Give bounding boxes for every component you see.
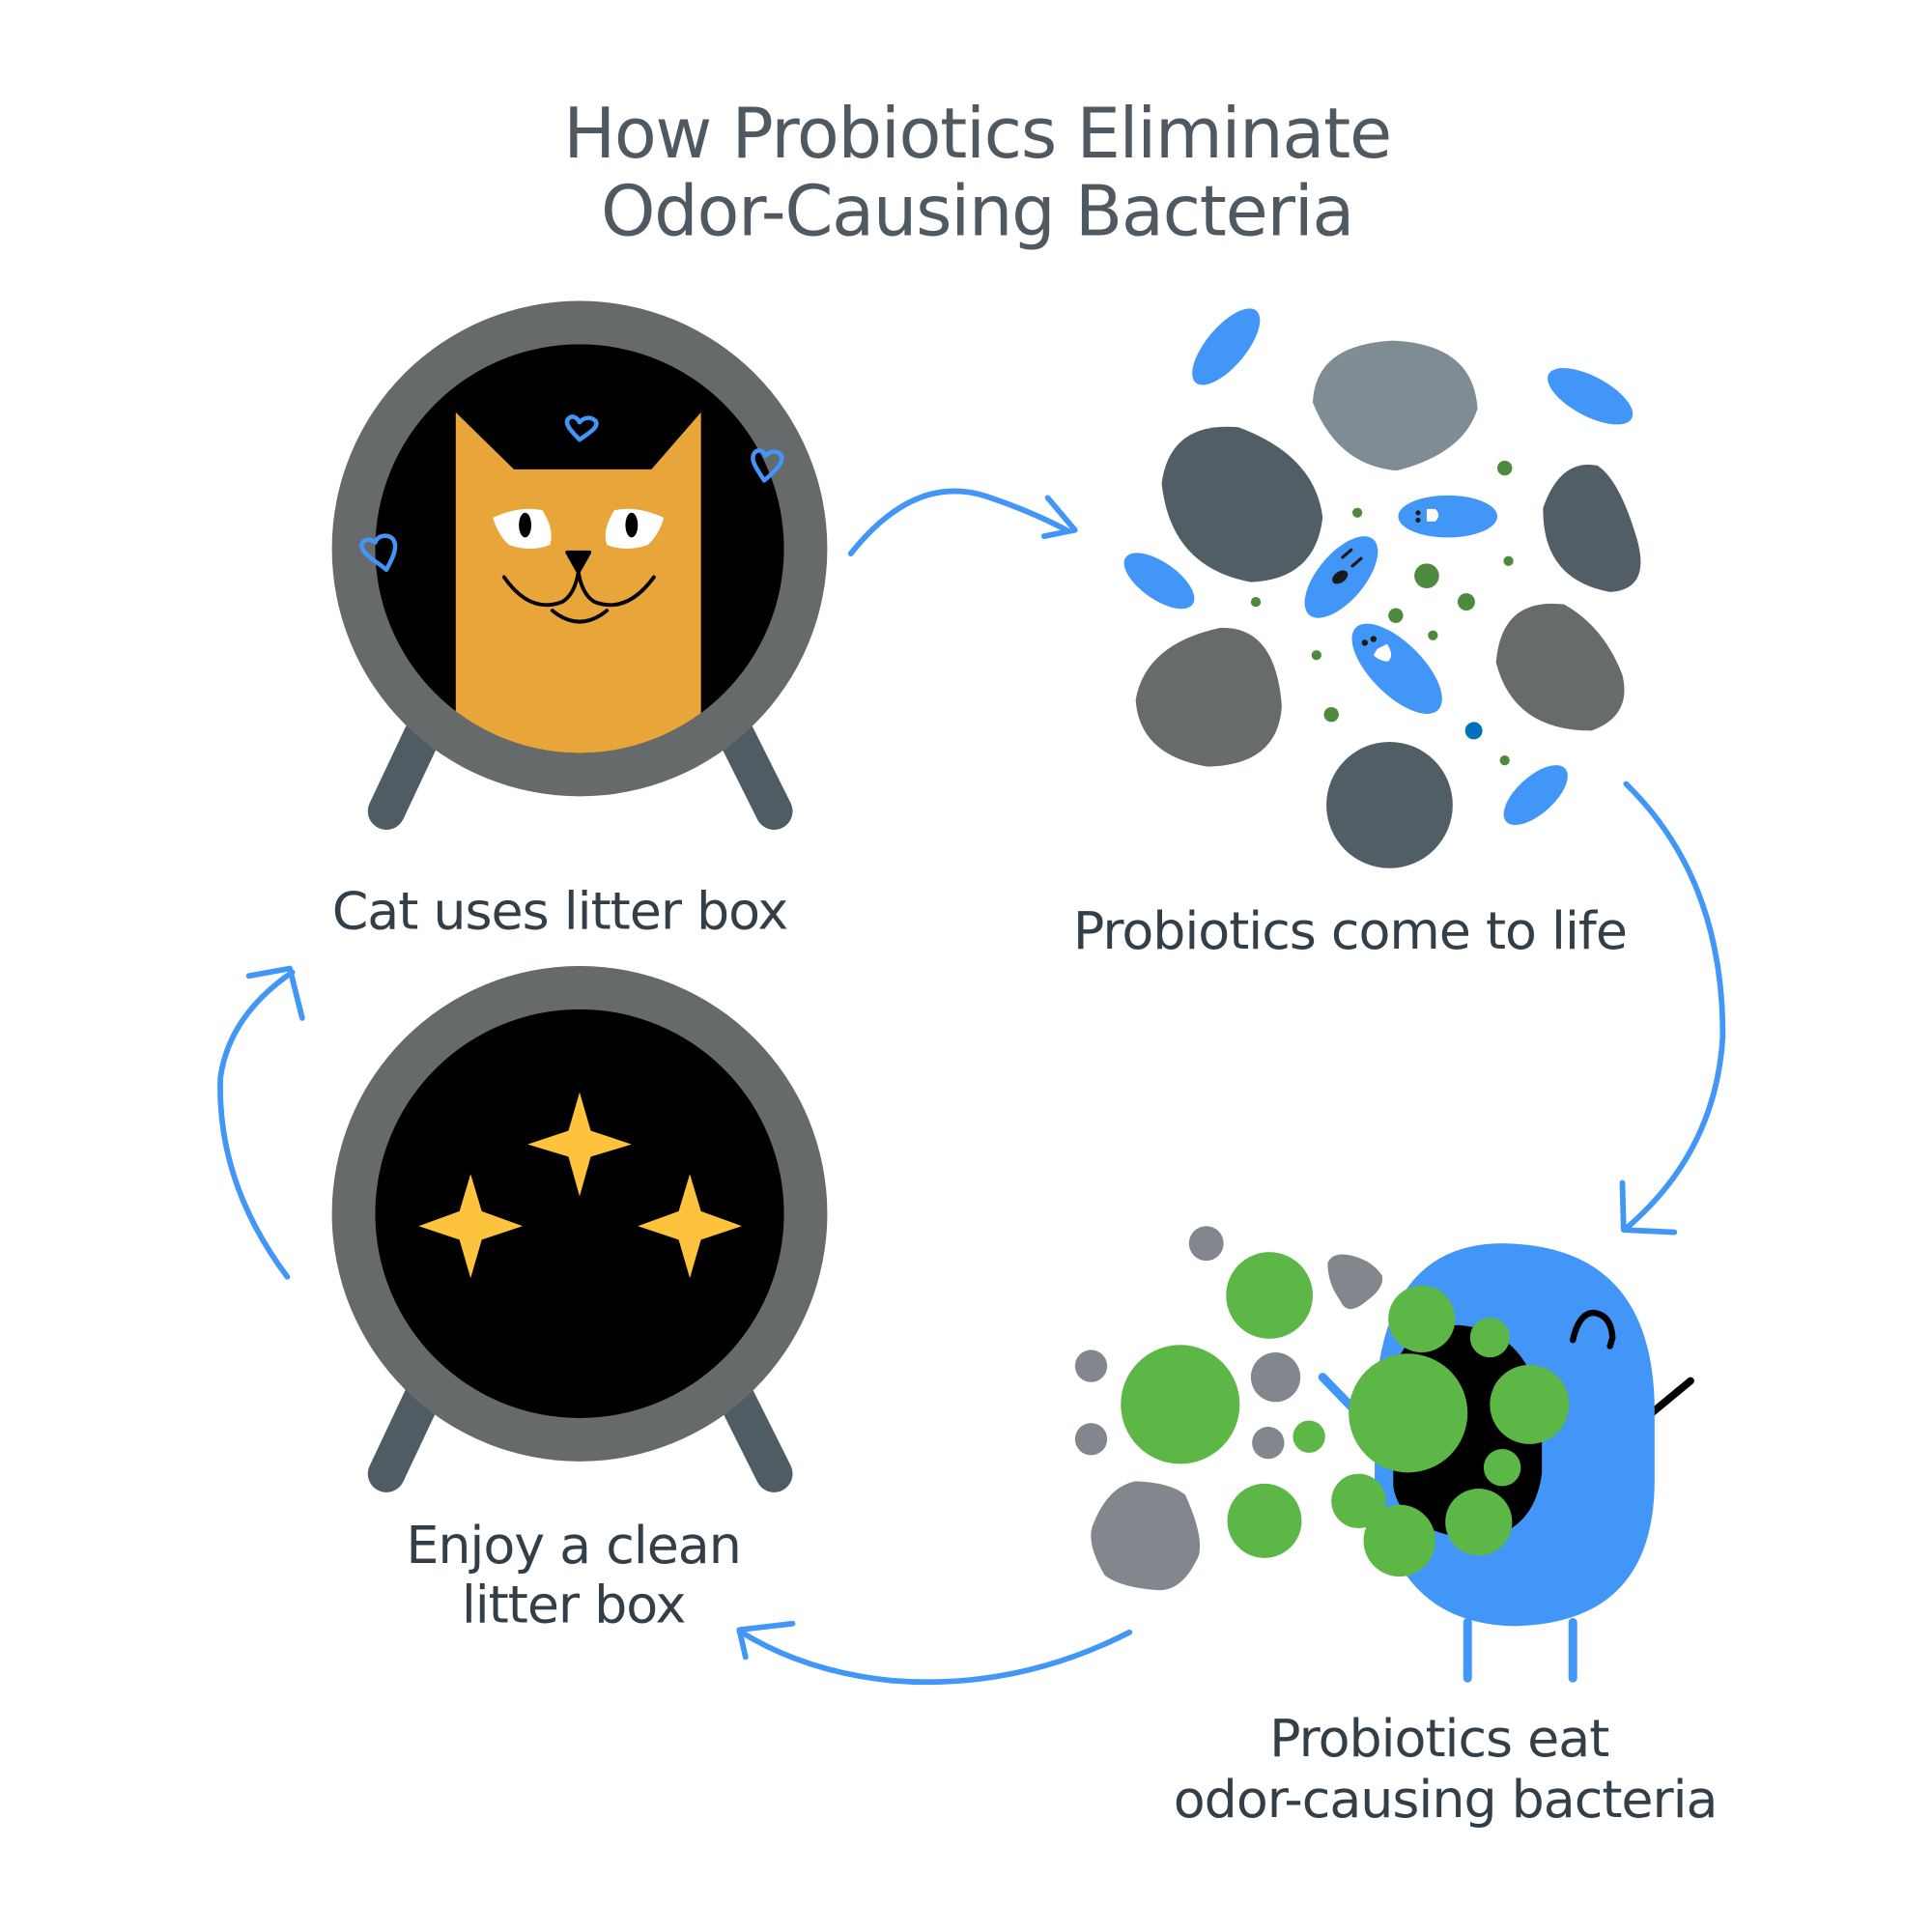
sparkle-icon: [418, 1174, 524, 1279]
clean-litter-box-sparkles-icon: [331, 966, 828, 1492]
heart-icons: [359, 414, 784, 572]
pebble: [1312, 340, 1478, 471]
cat-icon: [455, 412, 701, 753]
bacteria-dots: [1250, 460, 1514, 766]
sparkle-icons: [418, 1092, 742, 1279]
probiotic-character: [1304, 536, 1378, 618]
cat-in-litter-box-icon: [331, 300, 828, 830]
arrow-icon-step4-to-step1: [217, 965, 305, 1280]
probiotic-eating-bacteria-icon: [1074, 1226, 1694, 1683]
step-1-label: Cat uses litter box: [332, 881, 788, 942]
litter-box-leg-left: [367, 705, 446, 830]
step-3-label-line-2: odor-causing bacteria: [1174, 1769, 1718, 1830]
probiotic-eye: [1570, 1309, 1616, 1350]
title-line-1: How Probiotics Eliminate: [563, 93, 1391, 174]
litter-box-opening: [375, 1009, 784, 1418]
probiotic-character: [1351, 623, 1442, 714]
pebble: [1135, 627, 1282, 767]
step-3-label-line-1: Probiotics eat: [1269, 1708, 1608, 1769]
probiotic-character: [1398, 495, 1497, 538]
cat-eye-right: [625, 512, 639, 538]
title-line-2: Odor-Causing Bacteria: [601, 171, 1353, 252]
step-2-label: Probiotics come to life: [1073, 900, 1627, 961]
cat-nose: [565, 550, 592, 575]
gray-particles: [1074, 1226, 1383, 1591]
probiotics-awakening-icon: [1123, 308, 1641, 868]
heart-icon: [564, 414, 599, 442]
pebble: [1495, 603, 1625, 731]
pebble: [1161, 426, 1323, 582]
step-4-label-line-1: Enjoy a clean: [406, 1515, 741, 1576]
heart-icon: [751, 448, 784, 483]
cat-eye-left: [519, 512, 531, 538]
arrow-icon-step1-to-step2: [847, 488, 1078, 556]
arrow-icon-step2-to-step3: [1619, 781, 1726, 1236]
page-title: How Probiotics Eliminate Odor-Causing Ba…: [563, 93, 1392, 252]
pebble: [1326, 741, 1453, 868]
heart-icon: [359, 533, 398, 572]
odor-bacteria: [1121, 1252, 1570, 1577]
sparkle-icon: [527, 1092, 632, 1197]
arrow-icon-step3-to-step4: [736, 1620, 1133, 1686]
pebble: [1543, 465, 1641, 592]
sparkle-icon: [638, 1174, 742, 1279]
step-4-label-line-2: litter box: [462, 1574, 686, 1634]
